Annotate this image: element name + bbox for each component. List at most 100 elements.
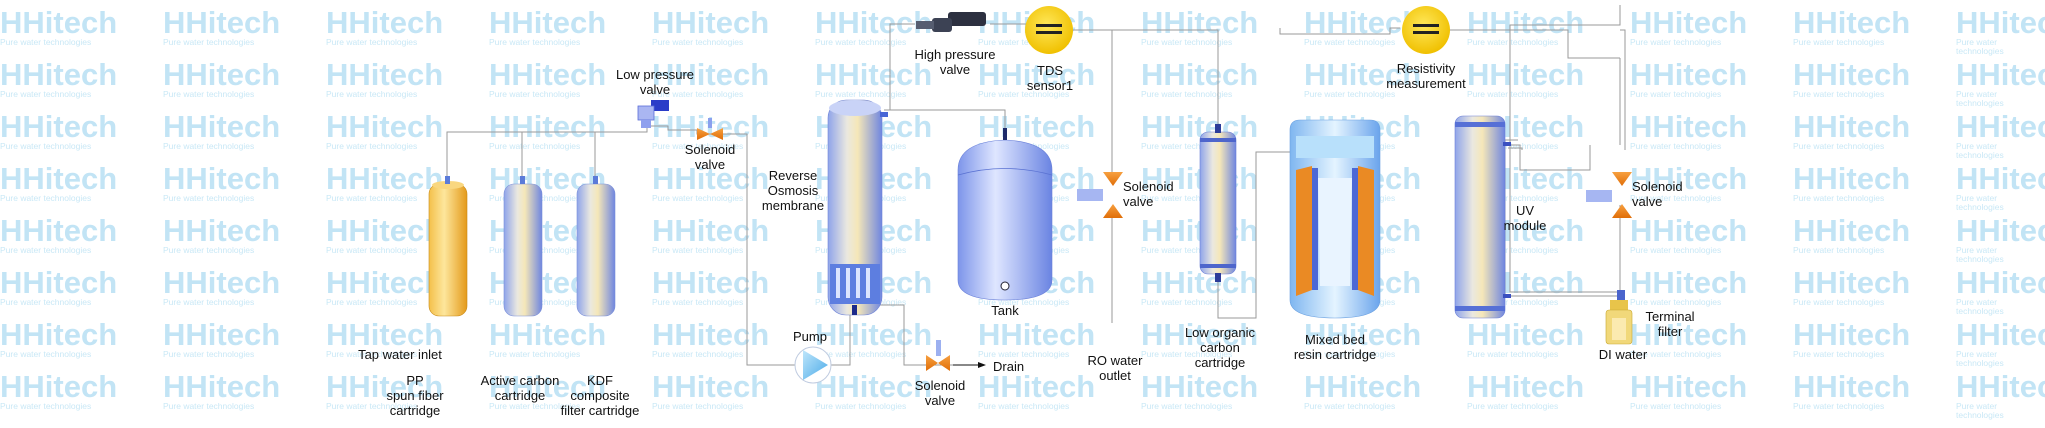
watermark-tagline: Pure water technologies xyxy=(326,141,418,151)
watermark-tagline: Pure water technologies xyxy=(489,401,581,411)
watermark-tagline: Pure water technologies xyxy=(163,193,255,203)
pipe-membrane-to-drain xyxy=(854,304,980,366)
watermark-tagline: Pure water technologies xyxy=(1956,193,2004,212)
watermark-brand: HHitech xyxy=(652,57,770,92)
label-resistivity: Resistivity measurement xyxy=(1386,61,1466,91)
watermark-tagline: Pure water technologies xyxy=(652,89,744,99)
watermark-tagline: Pure water technologies xyxy=(0,89,92,99)
watermark-tagline: Pure water technologies xyxy=(0,401,92,411)
watermark-tagline: Pure water technologies xyxy=(1793,89,1885,99)
solenoid-valve-1 xyxy=(697,118,723,140)
watermark-tagline: Pure water technologies xyxy=(163,297,255,307)
watermark-brand: HHitech xyxy=(163,109,281,144)
watermark-tagline: Pure water technologies xyxy=(978,297,1070,307)
watermark-tagline: Pure water technologies xyxy=(1793,245,1885,255)
watermark-tagline: Pure water technologies xyxy=(0,349,92,359)
watermark-brand: HHitech xyxy=(1956,57,2045,92)
pipe-uv-to-terminal xyxy=(1505,295,1621,305)
label-pump: Pump xyxy=(793,329,827,344)
watermark-brand: HHitech xyxy=(652,5,770,40)
watermark-brand: HHitech xyxy=(1630,109,1748,144)
watermark-tagline: Pure water technologies xyxy=(1304,349,1396,359)
watermark-tagline: Pure water technologies xyxy=(1304,401,1396,411)
watermark-brand: HHitech xyxy=(0,161,118,196)
label-kdf-cartridge: KDF composite filter cartridge xyxy=(560,373,640,418)
watermark-tagline: Pure water technologies xyxy=(163,141,255,151)
watermark-tagline: Pure water technologies xyxy=(489,349,581,359)
watermark-tagline: Pure water technologies xyxy=(326,193,418,203)
watermark-brand: HHitech xyxy=(815,369,933,404)
watermark-brand: HHitech xyxy=(0,5,118,40)
watermark-brand: HHitech xyxy=(163,5,281,40)
label-ro-membrane: Reverse Osmosis membrane xyxy=(761,168,825,213)
watermark-tagline: Pure water technologies xyxy=(1630,349,1722,359)
watermark-tagline: Pure water technologies xyxy=(1141,37,1233,47)
watermark-brand: HHitech xyxy=(1630,161,1748,196)
watermark-brand: HHitech xyxy=(1141,265,1259,300)
watermark-brand: HHitech xyxy=(1467,57,1585,92)
watermark-tagline: Pure water technologies xyxy=(652,141,744,151)
label-high-pressure-valve: High pressure valve xyxy=(914,47,996,77)
watermark-brand: HHitech xyxy=(1141,109,1259,144)
watermark-tagline: Pure water technologies xyxy=(1467,297,1559,307)
tds-sensor xyxy=(1025,6,1073,54)
watermark-tagline: Pure water technologies xyxy=(0,141,92,151)
watermark-brand: HHitech xyxy=(489,369,607,404)
watermark-tagline: Pure water technologies xyxy=(1141,193,1233,203)
watermark-tagline: Pure water technologies xyxy=(163,349,255,359)
watermark-tagline: Pure water technologies xyxy=(1141,401,1233,411)
watermark-brand: HHitech xyxy=(1630,213,1748,248)
watermark-brand: HHitech xyxy=(1304,317,1422,352)
watermark-tagline: Pure water technologies xyxy=(326,349,418,359)
pipe-kdf-to-lpv xyxy=(594,112,648,183)
watermark-brand: HHitech xyxy=(1630,57,1748,92)
watermark-tagline: Pure water technologies xyxy=(326,401,418,411)
watermark-brand: HHitech xyxy=(1793,317,1911,352)
label-uv-module: UV module xyxy=(1503,203,1547,233)
watermark-brand: HHitech xyxy=(1304,57,1422,92)
pipe-resistivity-to-uv xyxy=(1440,29,1620,59)
watermark-tagline: Pure water technologies xyxy=(1467,193,1559,203)
watermark-brand: HHitech xyxy=(1467,369,1585,404)
watermark-tagline: Pure water technologies xyxy=(1630,193,1722,203)
watermark-brand: HHitech xyxy=(815,317,933,352)
label-solenoid-valve-2: Solenoid valve xyxy=(1123,179,1174,209)
watermark-tagline: Pure water technologies xyxy=(1630,89,1722,99)
label-drain: Drain xyxy=(993,359,1025,374)
pipe-to-solenoid3 xyxy=(1620,29,1626,150)
label-solenoid-valve-1: Solenoid valve xyxy=(684,142,736,172)
watermark-tagline: Pure water technologies xyxy=(815,37,907,47)
watermark-brand: HHitech xyxy=(0,57,118,92)
label-pp-cartridge: PP spun fiber cartridge xyxy=(386,373,444,418)
watermark-brand: HHitech xyxy=(326,317,444,352)
terminal-filter xyxy=(1605,290,1633,345)
watermark-brand: HHitech xyxy=(1793,161,1911,196)
watermark-brand: HHitech xyxy=(163,369,281,404)
watermark-brand: HHitech xyxy=(1304,5,1422,40)
watermark-brand: HHitech xyxy=(163,317,281,352)
watermark-brand: HHitech xyxy=(0,109,118,144)
watermark-brand: HHitech xyxy=(1793,5,1911,40)
watermark-brand: HHitech xyxy=(1141,161,1259,196)
pipe-mixbed-to-uv xyxy=(1510,144,1591,171)
watermark-tagline: Pure water technologies xyxy=(978,349,1070,359)
label-solenoid-valve-3: Solenoid valve xyxy=(1632,179,1683,209)
watermark-tagline: Pure water technologies xyxy=(652,401,744,411)
label-ro-water-outlet: RO water outlet xyxy=(1087,353,1143,383)
watermark-tagline: Pure water technologies xyxy=(1630,401,1722,411)
watermark-brand: HHitech xyxy=(326,57,444,92)
pipe-pp-to-carbon xyxy=(446,131,523,183)
label-tap-water-inlet: Tap water inlet xyxy=(358,347,442,362)
watermark-tagline: Pure water technologies xyxy=(1956,141,2004,160)
watermark-brand: HHitech xyxy=(1304,369,1422,404)
watermark-tagline: Pure water technologies xyxy=(1304,37,1396,47)
watermark-tagline: Pure water technologies xyxy=(1467,349,1559,359)
watermark-tagline: Pure water technologies xyxy=(978,37,1070,47)
watermark-brand: HHitech xyxy=(978,317,1096,352)
pipe-to-tank xyxy=(884,109,1006,128)
watermark-tagline: Pure water technologies xyxy=(489,141,581,151)
solenoid-valve-2 xyxy=(1077,172,1123,218)
pipe-pump-to-membrane xyxy=(830,310,851,366)
label-low-organic-carbon: Low organic carbon cartridge xyxy=(1184,325,1256,370)
watermark-tagline: Pure water technologies xyxy=(815,349,907,359)
